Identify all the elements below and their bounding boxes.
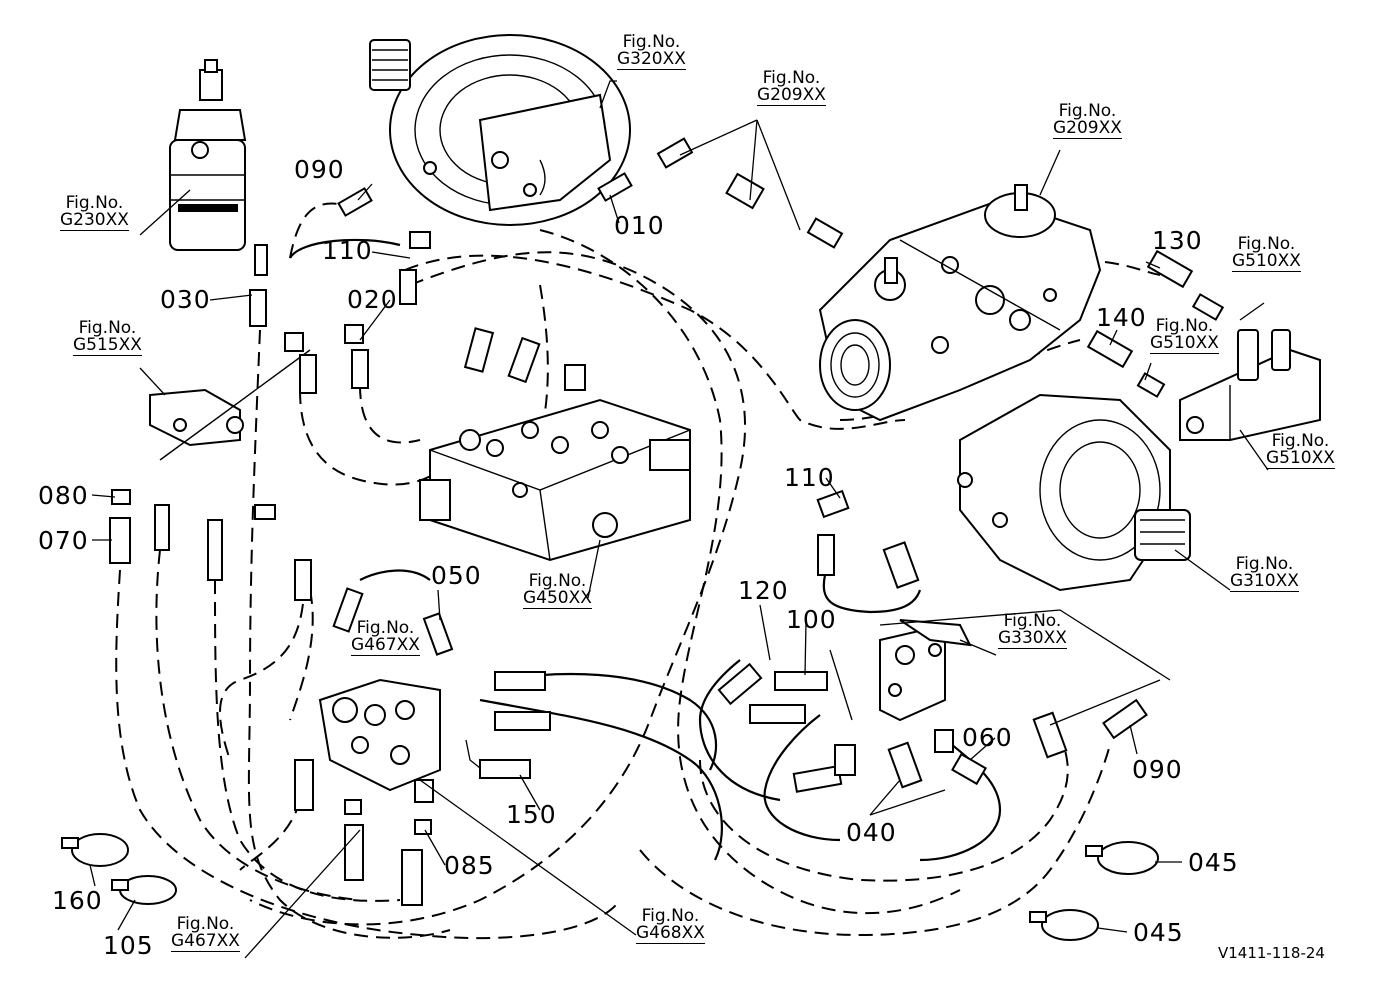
callout-050: 050 [431, 561, 482, 590]
callout-140: 140 [1096, 303, 1147, 332]
fig-ref-g310: Fig.No. G310XX [1230, 554, 1299, 592]
callout-070: 070 [38, 526, 89, 555]
callout-130: 130 [1152, 226, 1203, 255]
callout-080: 080 [38, 481, 89, 510]
callout-100: 100 [786, 605, 837, 634]
fig-ref-g320: Fig.No. G320XX [617, 32, 686, 70]
callout-090-top: 090 [294, 155, 345, 184]
callout-120: 120 [738, 576, 789, 605]
fig-ref-g209-right: Fig.No. G209XX [1053, 101, 1122, 139]
fig-ref-g230: Fig.No. G230XX [60, 193, 129, 231]
callout-030: 030 [160, 285, 211, 314]
filter-cartridge [169, 59, 247, 251]
leader-lines [89, 80, 1269, 959]
travel-motor-right [957, 393, 1191, 592]
tee-block-g515 [149, 349, 311, 461]
fittings [109, 137, 1225, 906]
fig-ref-g515: Fig.No. G515XX [73, 318, 142, 356]
callout-040: 040 [846, 818, 897, 847]
fig-ref-g450: Fig.No. G450XX [523, 571, 592, 609]
fig-ref-g510-top: Fig.No. G510XX [1232, 234, 1301, 272]
callout-110-top: 110 [322, 236, 373, 265]
hydraulic-pump [818, 184, 1102, 422]
hose-routing [115, 202, 1161, 940]
callout-105: 105 [103, 931, 154, 960]
fig-ref-g510-bottom: Fig.No. G510XX [1266, 431, 1335, 469]
callout-060: 060 [962, 723, 1013, 752]
callout-045-upper: 045 [1188, 848, 1239, 877]
fig-ref-g510-middle: Fig.No. G510XX [1150, 316, 1219, 354]
callout-110-right: 110 [784, 463, 835, 492]
manifold-g330 [879, 619, 972, 722]
fig-ref-g467-upper: Fig.No. G467XX [351, 618, 420, 656]
callout-090-right: 090 [1132, 755, 1183, 784]
travel-motor-top [369, 34, 631, 226]
drawing-code: V1411-118-24 [1218, 944, 1325, 962]
callout-085: 085 [444, 851, 495, 880]
pilot-valve-g467 [318, 678, 441, 803]
fig-ref-g330: Fig.No. G330XX [998, 611, 1067, 649]
fig-ref-g209-top: Fig.No. G209XX [757, 68, 826, 106]
callout-160: 160 [52, 886, 103, 915]
hose-clamps [61, 833, 1159, 941]
fig-ref-g468: Fig.No. G468XX [636, 906, 705, 944]
callout-045-lower: 045 [1133, 918, 1184, 947]
callout-010: 010 [614, 211, 665, 240]
callout-020: 020 [347, 285, 398, 314]
valve-block-g510 [1179, 329, 1321, 441]
control-valve [419, 364, 691, 562]
callout-150: 150 [506, 800, 557, 829]
fig-ref-g467-lower: Fig.No. G467XX [171, 914, 240, 952]
